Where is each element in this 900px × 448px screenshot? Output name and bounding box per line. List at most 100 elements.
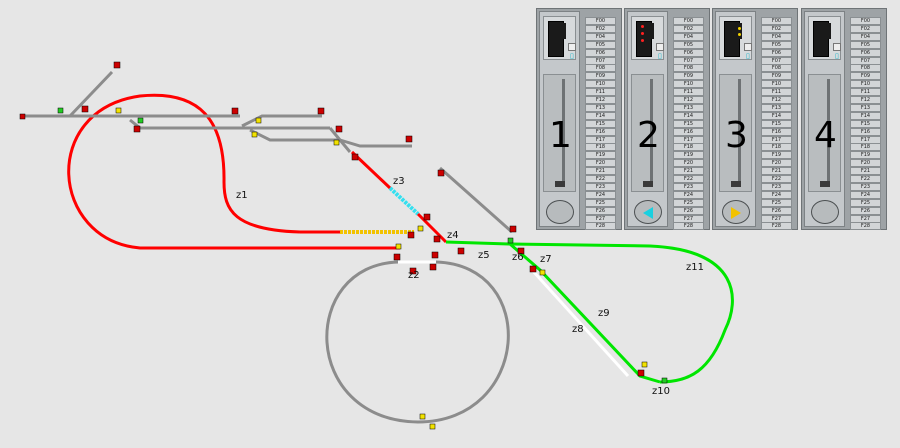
- function-key-button[interactable]: F18: [585, 143, 616, 152]
- function-key-button[interactable]: F04: [850, 32, 881, 41]
- direction-dial[interactable]: [722, 200, 750, 224]
- function-key-button[interactable]: F19: [761, 151, 792, 160]
- track-z4-z5[interactable]: [445, 240, 511, 246]
- function-key-button[interactable]: F16: [761, 127, 792, 136]
- function-key-button[interactable]: F26: [585, 206, 616, 215]
- signal-red[interactable]: [231, 107, 239, 115]
- function-key-button[interactable]: F12: [761, 96, 792, 104]
- function-key-button[interactable]: F27: [585, 214, 616, 223]
- function-key-button[interactable]: F05: [585, 40, 616, 49]
- signal-yellow[interactable]: [333, 139, 340, 146]
- function-key-button[interactable]: F24: [585, 190, 616, 199]
- function-key-button[interactable]: F28: [585, 222, 616, 231]
- function-key-button[interactable]: F20: [673, 159, 704, 168]
- function-key-button[interactable]: F12: [585, 96, 616, 104]
- function-key-button[interactable]: F05: [673, 40, 704, 49]
- function-key-button[interactable]: F02: [585, 24, 616, 33]
- function-key-button[interactable]: F14: [850, 111, 881, 120]
- function-key-button[interactable]: F17: [850, 135, 881, 144]
- function-key-button[interactable]: F07: [850, 56, 881, 65]
- function-key-button[interactable]: F06: [585, 48, 616, 57]
- function-key-button[interactable]: F11: [673, 88, 704, 97]
- slider-knob[interactable]: [731, 181, 741, 187]
- track-z3-red[interactable]: [350, 150, 392, 190]
- function-key-button[interactable]: F10: [585, 80, 616, 89]
- yard-track-4[interactable]: [249, 128, 340, 142]
- function-key-button[interactable]: F12: [673, 96, 704, 104]
- track-loop-z2[interactable]: [325, 260, 510, 424]
- function-key-button[interactable]: F16: [850, 127, 881, 136]
- function-key-button[interactable]: F07: [673, 56, 704, 65]
- function-key-button[interactable]: F15: [761, 119, 792, 128]
- function-key-button[interactable]: F19: [850, 151, 881, 160]
- function-key-button[interactable]: F24: [761, 190, 792, 199]
- function-key-button[interactable]: F13: [673, 103, 704, 112]
- signal-red[interactable]: [317, 107, 325, 115]
- signal-green[interactable]: [507, 237, 514, 244]
- signal-red[interactable]: [393, 253, 401, 261]
- signal-red[interactable]: [423, 213, 431, 221]
- function-key-button[interactable]: F22: [761, 175, 792, 183]
- function-key-button[interactable]: F06: [850, 48, 881, 57]
- function-key-button[interactable]: F09: [585, 72, 616, 81]
- function-key-button[interactable]: F18: [761, 143, 792, 152]
- function-key-button[interactable]: F09: [761, 72, 792, 81]
- function-key-button[interactable]: F23: [585, 182, 616, 191]
- function-key-button[interactable]: F00: [850, 17, 881, 25]
- signal-yellow[interactable]: [539, 269, 546, 276]
- function-key-button[interactable]: F20: [585, 159, 616, 168]
- track-z11[interactable]: [509, 242, 734, 384]
- function-key-button[interactable]: F11: [761, 88, 792, 97]
- function-key-button[interactable]: F22: [850, 175, 881, 183]
- train-cyan[interactable]: [388, 186, 420, 216]
- signal-red[interactable]: [335, 125, 343, 133]
- function-key-button[interactable]: F08: [585, 64, 616, 73]
- yard-track-3[interactable]: [241, 114, 322, 128]
- signal-yellow[interactable]: [115, 107, 122, 114]
- function-key-button[interactable]: F10: [850, 80, 881, 89]
- function-key-button[interactable]: F11: [585, 88, 616, 97]
- function-key-button[interactable]: F26: [850, 206, 881, 215]
- signal-red[interactable]: [81, 105, 89, 113]
- function-key-button[interactable]: F28: [673, 222, 704, 231]
- direction-dial[interactable]: [546, 200, 574, 224]
- slider-knob[interactable]: [643, 181, 653, 187]
- signal-yellow[interactable]: [395, 243, 402, 250]
- function-key-button[interactable]: F02: [761, 24, 792, 33]
- signal-red[interactable]: [431, 251, 439, 259]
- speed-slider[interactable]: [808, 74, 841, 192]
- yard-track-diag[interactable]: [68, 70, 114, 118]
- signal-green[interactable]: [57, 107, 64, 114]
- function-key-button[interactable]: F10: [673, 80, 704, 89]
- signal-red[interactable]: [405, 135, 413, 143]
- function-key-button[interactable]: F07: [761, 56, 792, 65]
- function-key-button[interactable]: F24: [673, 190, 704, 199]
- signal-red[interactable]: [529, 265, 537, 273]
- function-key-button[interactable]: F14: [585, 111, 616, 120]
- function-key-button[interactable]: F15: [673, 119, 704, 128]
- function-key-button[interactable]: F14: [673, 111, 704, 120]
- signal-red[interactable]: [409, 267, 417, 275]
- track-z9[interactable]: [509, 242, 661, 384]
- function-key-button[interactable]: F20: [761, 159, 792, 168]
- function-key-button[interactable]: F12: [850, 96, 881, 104]
- function-key-button[interactable]: F23: [761, 182, 792, 191]
- signal-red[interactable]: [437, 169, 445, 177]
- signal-red[interactable]: [457, 247, 465, 255]
- function-key-button[interactable]: F04: [673, 32, 704, 41]
- slider-knob[interactable]: [555, 181, 565, 187]
- yard-track-5[interactable]: [339, 138, 412, 148]
- signal-red[interactable]: [433, 235, 441, 243]
- function-key-button[interactable]: F26: [673, 206, 704, 215]
- function-key-button[interactable]: F04: [761, 32, 792, 41]
- function-key-button[interactable]: F17: [585, 135, 616, 144]
- function-key-button[interactable]: F19: [585, 151, 616, 160]
- function-key-button[interactable]: F21: [673, 167, 704, 176]
- signal-green[interactable]: [661, 377, 668, 384]
- function-key-button[interactable]: F09: [673, 72, 704, 81]
- function-key-button[interactable]: F27: [850, 214, 881, 223]
- function-key-button[interactable]: F18: [850, 143, 881, 152]
- function-key-button[interactable]: F25: [850, 198, 881, 207]
